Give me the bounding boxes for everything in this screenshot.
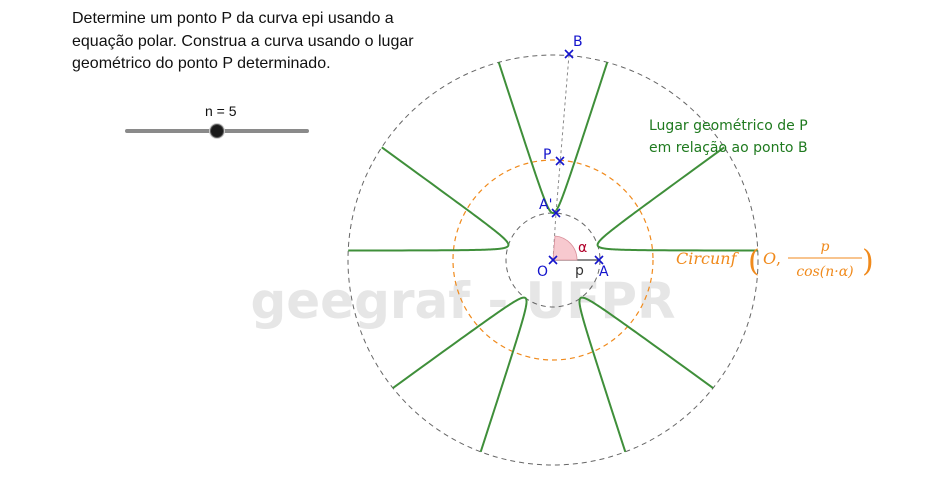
point-b[interactable]: B: [564, 34, 583, 59]
instructions-line-3: geométrico do ponto P determinado.: [72, 55, 331, 72]
angle-alpha-sector: [552, 235, 578, 261]
slider-n-label: n = 5: [205, 103, 237, 119]
point-p[interactable]: P: [543, 147, 565, 166]
formula-name: Circunf: [676, 249, 740, 268]
point-a-prime[interactable]: A': [539, 197, 561, 218]
locus-branch: [596, 146, 758, 252]
point-p-label: P: [543, 147, 551, 163]
instructions-line-1: Determine um ponto P da curva epi usando…: [72, 10, 394, 27]
locus-branch: [348, 146, 510, 252]
segment-p-label: p: [575, 263, 584, 279]
watermark-text: geegraf - UFPR: [250, 272, 675, 330]
formula-center: O: [763, 249, 776, 268]
formula-comma: ,: [776, 249, 781, 268]
outer-circle: [347, 54, 759, 466]
locus-branch: [497, 62, 609, 215]
point-a[interactable]: A: [594, 255, 609, 280]
point-o-label: O: [537, 264, 548, 280]
instructions-text: Determine um ponto P da curva epi usando…: [72, 8, 462, 76]
locus-caption-line-2: em relação ao ponto B: [649, 140, 808, 156]
angle-alpha-label: α: [578, 240, 587, 256]
locus-curve: [348, 62, 758, 453]
formula-open-paren: (: [748, 244, 760, 279]
locus-caption-line-1: Lugar geométrico de P: [649, 118, 808, 134]
point-a-prime-label: A': [539, 197, 552, 213]
locus-branch: [392, 296, 528, 453]
formula-numerator: p: [821, 239, 830, 255]
ray-line-to-b: [555, 54, 570, 214]
point-o[interactable]: O: [537, 255, 558, 280]
circle-formula: Circunf ( O , p cos(n·α) ): [676, 239, 874, 280]
point-b-label: B: [573, 34, 583, 50]
orange-circle: [452, 159, 654, 361]
point-a-label: A: [599, 264, 609, 280]
locus-branch: [578, 296, 714, 453]
slider-n-handle[interactable]: [210, 124, 224, 138]
formula-denominator: cos(n·α): [796, 264, 853, 280]
instructions-line-2: equação polar. Construa a curva usando o…: [72, 32, 414, 50]
formula-close-paren: ): [862, 244, 874, 279]
